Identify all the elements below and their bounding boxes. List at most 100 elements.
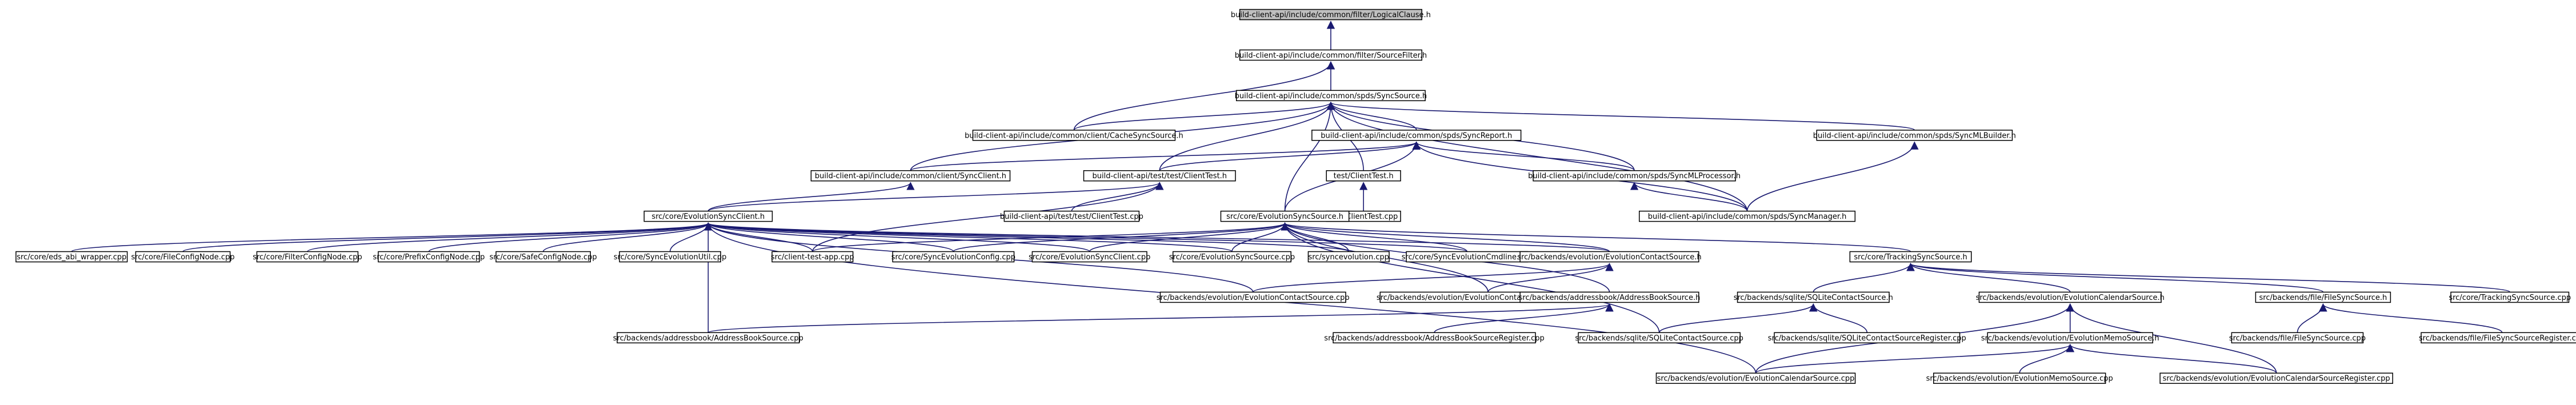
file-node-label: src/core/SyncEvolutionCmdline.cpp	[1402, 253, 1533, 262]
file-node-syncevoutil[interactable]: src/core/SyncEvolutionUtil.cpp	[614, 251, 726, 263]
file-node-label: src/core/EvolutionSyncClient.cpp	[1029, 253, 1150, 262]
dependency-edge-syncmanager-to-syncmlprocessor	[1630, 182, 1748, 211]
file-node-sqlitecontactsource_cpp[interactable]: src/backends/sqlite/SQLiteContactSource.…	[1575, 332, 1743, 344]
file-node-box	[2159, 372, 2393, 384]
file-node-label: src/core/TrackingSyncSource.h	[1854, 253, 1967, 262]
file-node-syncsource[interactable]: build-client-api/include/common/spds/Syn…	[1235, 90, 1427, 102]
file-node-abooksourcereg[interactable]: src/backends/addressbook/AddressBookSour…	[1324, 332, 1545, 344]
file-node-box	[1987, 332, 2154, 344]
dependency-edge-safeconfignode-to-evosyncclient_h	[542, 222, 713, 252]
file-node-trackingsyncsource_h[interactable]: src/core/TrackingSyncSource.h	[1849, 251, 1972, 263]
file-node-filterconfignode[interactable]: src/core/FilterConfigNode.cpp	[253, 251, 362, 263]
file-node-abooksource_cpp[interactable]: src/backends/addressbook/AddressBookSour…	[613, 332, 803, 344]
file-node-syncevolution[interactable]: src/syncevolution.cpp	[1307, 251, 1390, 263]
file-node-box	[1083, 170, 1236, 182]
file-node-syncmanager[interactable]: build-client-api/include/common/spds/Syn…	[1638, 210, 1856, 222]
dependency-edge-syncevoconfig-to-evosyncclient_h	[704, 222, 954, 252]
file-node-label: src/core/EvolutionSyncClient.h	[651, 212, 765, 221]
file-node-filesyncsource_cpp[interactable]: src/backends/file/FileSyncSource.cpp	[2229, 332, 2366, 344]
file-node-evocontactsource_h[interactable]: src/backends/evolution/EvolutionContactS…	[1517, 251, 1702, 263]
file-node-syncreport[interactable]: build-client-api/include/common/spds/Syn…	[1311, 130, 1522, 141]
dependency-edge-clienttest_cpp-to-clienttest_h	[1071, 182, 1164, 211]
file-node-box	[1978, 291, 2162, 303]
file-node-box	[1239, 49, 1422, 61]
dependency-edge-evocalendarsource_h-to-trackingsyncsource_h	[1906, 263, 2071, 292]
file-node-trackingsyncsource_cpp[interactable]: src/core/TrackingSyncSource.cpp	[2449, 291, 2571, 303]
file-node-box	[1003, 210, 1140, 222]
file-node-evocalendarsource_cpp[interactable]: src/backends/evolution/EvolutionCalendar…	[1655, 372, 1856, 384]
file-node-box	[810, 170, 1011, 182]
file-node-syncmlbuilder[interactable]: build-client-api/include/common/spds/Syn…	[1813, 130, 2016, 141]
file-node-box	[2421, 332, 2576, 344]
file-node-evomemosource_cpp[interactable]: src/backends/evolution/EvolutionMemoSour…	[1926, 372, 2113, 384]
dependency-edge-syncmlbuilder-to-syncsource	[1327, 101, 1915, 131]
dependency-edge-evocontactsourcereg-to-evocontactsource_h	[1487, 263, 1614, 292]
dependency-edge-syncevocmdline-to-evosyncclient_h	[704, 222, 1468, 252]
file-node-evosyncsource_h[interactable]: src/core/EvolutionSyncSource.h	[1220, 210, 1350, 222]
file-node-box	[1031, 251, 1147, 263]
file-node-syncevoconfig[interactable]: src/core/SyncEvolutionConfig.cpp	[891, 251, 1015, 263]
file-node-clienttest_h[interactable]: build-client-api/test/test/ClientTest.h	[1083, 170, 1236, 182]
file-node-box	[378, 251, 480, 263]
dependency-edge-syncevolution-to-evosyncsource_h	[1281, 222, 1350, 252]
file-node-box	[1774, 332, 1961, 344]
dependency-edge-evocalendarsourcereg-to-evomemosource_h	[2066, 343, 2277, 374]
file-node-box	[1638, 210, 1856, 222]
file-node-label: src/backends/addressbook/AddressBookSour…	[613, 334, 803, 343]
file-node-label: src/backends/evolution/EvolutionMemoSour…	[1926, 375, 2113, 383]
dependency-edge-evosyncclient_h-to-syncclient	[707, 182, 915, 212]
file-nodes: build-client-api/include/common/filter/L…	[15, 9, 2576, 384]
file-node-box	[1311, 130, 1522, 141]
dependency-edge-clienttest_h-to-syncreport	[1159, 141, 1421, 171]
file-node-label: build-client-api/include/common/spds/Syn…	[1813, 131, 2016, 140]
file-node-safeconfignode[interactable]: src/core/SafeConfigNode.cpp	[490, 251, 597, 263]
dependency-edge-evosyncclient_cpp-to-evosyncsource_h	[1089, 222, 1289, 252]
file-node-prefixconfignode[interactable]: src/core/PrefixConfigNode.cpp	[373, 251, 485, 263]
file-node-evosyncsource_cpp[interactable]: src/core/EvolutionSyncSource.cpp	[1169, 251, 1295, 263]
file-node-label: src/core/SyncEvolutionUtil.cpp	[614, 253, 726, 262]
file-node-label: src/backends/addressbook/AddressBookSour…	[1324, 334, 1544, 343]
file-node-evocalendarsource_h[interactable]: src/backends/evolution/EvolutionCalendar…	[1976, 291, 2165, 303]
file-node-box	[617, 332, 800, 344]
file-node-clienttestapp[interactable]: src/client-test-app.cpp	[771, 251, 854, 263]
file-node-syncmlprocessor[interactable]: build-client-api/include/common/spds/Syn…	[1528, 170, 1741, 182]
file-node-label: src/core/EvolutionSyncSource.cpp	[1169, 253, 1295, 262]
file-node-sqlitecontactsourcereg[interactable]: src/backends/sqlite/SQLiteContactSourceR…	[1768, 332, 1966, 344]
file-node-box	[135, 251, 231, 263]
dependency-edge-prefixconfignode-to-evosyncclient_h	[428, 222, 713, 252]
file-node-evocontactsource_cpp[interactable]: src/backends/evolution/EvolutionContactS…	[1157, 291, 1350, 303]
file-node-evomemosource_h[interactable]: src/backends/evolution/EvolutionMemoSour…	[1981, 332, 2159, 344]
file-node-box	[619, 251, 721, 263]
dependency-edges	[71, 21, 2511, 374]
file-node-label: build-client-api/include/common/filter/S…	[1235, 51, 1427, 60]
file-node-filesyncsourcereg[interactable]: src/backends/file/FileSyncSourceRegister…	[2419, 332, 2576, 344]
dependency-edge-evosyncclient_h-to-clienttest_h	[707, 182, 1164, 212]
file-node-abooksource_h[interactable]: src/backends/addressbook/AddressBookSour…	[1519, 291, 1701, 303]
file-node-clienttest_cpp[interactable]: build-client-api/test/test/ClientTest.cp…	[1000, 210, 1143, 222]
dependency-edge-sqlitecontactsource_h-to-trackingsyncsource_h	[1813, 263, 1915, 292]
dependency-edge-evocontactsource_h-to-evosyncclient_h	[705, 222, 1610, 252]
file-node-fileconfignode[interactable]: src/core/FileConfigNode.cpp	[131, 251, 235, 263]
file-node-filesyncsource_h[interactable]: src/backends/file/FileSyncSource.h	[2255, 291, 2391, 303]
file-node-label: src/core/SyncEvolutionConfig.cpp	[891, 253, 1015, 262]
file-node-sqlitecontactsource_h[interactable]: src/backends/sqlite/SQLiteContactSource.…	[1734, 291, 1893, 303]
file-node-syncclient[interactable]: build-client-api/include/common/client/S…	[810, 170, 1011, 182]
file-node-test_clienttest_h[interactable]: test/ClientTest.h	[1326, 170, 1401, 182]
file-node-box	[643, 210, 773, 222]
file-node-label: src/core/FileConfigNode.cpp	[131, 253, 235, 262]
dependency-edge-syncevoconfig-to-evosyncsource_h	[953, 222, 1289, 252]
file-node-box	[15, 251, 128, 263]
file-node-cachesyncsource[interactable]: build-client-api/include/common/client/C…	[965, 130, 1183, 141]
file-node-evosyncclient_cpp[interactable]: src/core/EvolutionSyncClient.cpp	[1029, 251, 1150, 263]
file-node-label: src/backends/addressbook/AddressBookSour…	[1519, 294, 1701, 302]
file-node-syncevocmdline[interactable]: src/core/SyncEvolutionCmdline.cpp	[1402, 251, 1533, 263]
file-node-label: src/backends/evolution/EvolutionCalendar…	[2163, 375, 2390, 383]
dependency-edge-syncmlprocessor-to-syncreport	[1412, 141, 1635, 171]
file-node-label: src/backends/file/FileSyncSource.cpp	[2229, 334, 2366, 343]
file-node-evocalendarsourcereg[interactable]: src/backends/evolution/EvolutionCalendar…	[2159, 372, 2393, 384]
dependency-edge-clienttestapp-to-clienttest_h	[812, 182, 1164, 252]
file-node-sourcefilter[interactable]: build-client-api/include/common/filter/S…	[1235, 49, 1427, 61]
file-node-coreeds[interactable]: src/core/eds_abi_wrapper.cpp	[15, 251, 128, 263]
file-node-evosyncclient_h[interactable]: src/core/EvolutionSyncClient.h	[643, 210, 773, 222]
